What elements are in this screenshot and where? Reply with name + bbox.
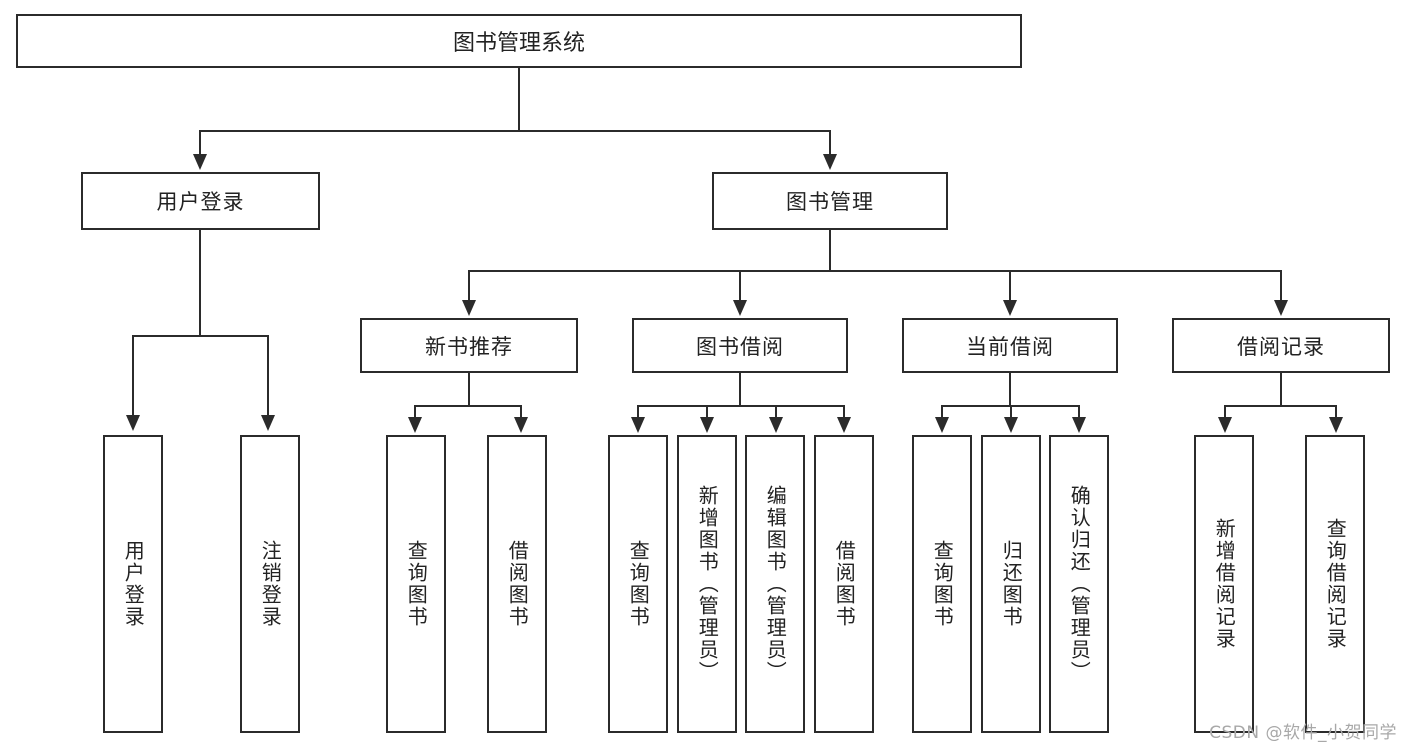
leaf-query-book-borrow[interactable]: 查询图书 (608, 435, 668, 733)
connector-drop-current-borrow (1009, 270, 1011, 302)
connector-user-login-bus (132, 335, 268, 337)
arrowhead-return-book (1004, 417, 1018, 433)
arrowhead-borrow-book-1 (514, 417, 528, 433)
arrowhead-borrow-record (1274, 300, 1288, 316)
leaf-logout[interactable]: 注销登录 (240, 435, 300, 733)
leaf-label: 借阅图书 (505, 540, 530, 628)
connector-drop-return-book (1010, 405, 1012, 419)
connector-new-book-recommend-stem (468, 373, 470, 405)
arrowhead-book-management (823, 154, 837, 170)
leaf-label: 注销登录 (258, 540, 283, 628)
connector-drop-leaf-user-login (132, 335, 134, 417)
leaf-label: 用户登录 (121, 540, 146, 628)
connector-drop-borrow-book-1 (520, 405, 522, 419)
leaf-label: 确认归还（管理员） (1067, 485, 1092, 683)
connector-borrow-record-bus (1224, 405, 1337, 407)
arrowhead-edit-book (769, 417, 783, 433)
arrowhead-borrow-book-2 (837, 417, 851, 433)
connector-new-book-recommend-bus (414, 405, 522, 407)
leaf-query-book-current[interactable]: 查询图书 (912, 435, 972, 733)
node-new-book-recommend[interactable]: 新书推荐 (360, 318, 578, 373)
leaf-label: 查询图书 (626, 540, 651, 628)
node-label: 图书管理 (786, 190, 874, 214)
connector-drop-add-book (706, 405, 708, 419)
node-user-login[interactable]: 用户登录 (81, 172, 320, 230)
connector-borrow-record-stem (1280, 373, 1282, 405)
arrowhead-add-record (1218, 417, 1232, 433)
arrowhead-book-borrow (733, 300, 747, 316)
node-root-book-management-system[interactable]: 图书管理系统 (16, 14, 1022, 68)
node-label: 图书管理系统 (452, 31, 585, 56)
arrowhead-current-borrow (1003, 300, 1017, 316)
leaf-label: 新增图书（管理员） (695, 485, 720, 683)
connector-book-management-stem (829, 230, 831, 270)
connector-book-borrow-stem (739, 373, 741, 405)
connector-drop-confirm-return (1078, 405, 1080, 419)
connector-drop-borrow-book-2 (843, 405, 845, 419)
leaf-return-book[interactable]: 归还图书 (981, 435, 1041, 733)
leaf-user-login[interactable]: 用户登录 (103, 435, 163, 733)
connector-root-stem (518, 68, 520, 130)
connector-level1-bus (199, 130, 831, 132)
leaf-query-borrow-record[interactable]: 查询借阅记录 (1305, 435, 1365, 733)
connector-drop-book-borrow (739, 270, 741, 302)
connector-drop-user-login (199, 130, 201, 156)
connector-drop-borrow-record (1280, 270, 1282, 302)
arrowhead-query-book-3 (935, 417, 949, 433)
connector-drop-edit-book (775, 405, 777, 419)
connector-current-borrow-stem (1009, 373, 1011, 405)
arrowhead-add-book (700, 417, 714, 433)
node-label: 图书借阅 (696, 334, 784, 359)
leaf-label: 查询图书 (404, 540, 429, 628)
leaf-borrow-book-borrow[interactable]: 借阅图书 (814, 435, 874, 733)
node-label: 新书推荐 (425, 334, 513, 359)
arrowhead-new-book-recommend (462, 300, 476, 316)
connector-user-login-stem (199, 230, 201, 335)
connector-drop-query-record (1335, 405, 1337, 419)
connector-drop-query-book-1 (414, 405, 416, 419)
csdn-watermark: CSDN @软件_小贺同学 (1209, 723, 1397, 743)
connector-drop-query-book-3 (941, 405, 943, 419)
connector-drop-query-book-2 (637, 405, 639, 419)
node-label: 当前借阅 (966, 334, 1054, 359)
leaf-borrow-book-recommend[interactable]: 借阅图书 (487, 435, 547, 733)
connector-drop-leaf-logout (267, 335, 269, 417)
leaf-edit-book-admin[interactable]: 编辑图书（管理员） (745, 435, 805, 733)
connector-book-borrow-bus (637, 405, 845, 407)
arrowhead-query-record (1329, 417, 1343, 433)
leaf-label: 编辑图书（管理员） (763, 485, 788, 683)
arrowhead-leaf-user-login (126, 415, 140, 431)
leaf-add-borrow-record[interactable]: 新增借阅记录 (1194, 435, 1254, 733)
arrowhead-query-book-1 (408, 417, 422, 433)
arrowhead-user-login (193, 154, 207, 170)
arrowhead-leaf-logout (261, 415, 275, 431)
arrowhead-query-book-2 (631, 417, 645, 433)
leaf-add-book-admin[interactable]: 新增图书（管理员） (677, 435, 737, 733)
leaf-label: 查询借阅记录 (1323, 518, 1348, 650)
leaf-label: 查询图书 (930, 540, 955, 628)
connector-drop-book-management (829, 130, 831, 156)
node-current-borrow[interactable]: 当前借阅 (902, 318, 1118, 373)
arrowhead-confirm-return (1072, 417, 1086, 433)
leaf-confirm-return-admin[interactable]: 确认归还（管理员） (1049, 435, 1109, 733)
connector-drop-add-record (1224, 405, 1226, 419)
leaf-label: 新增借阅记录 (1212, 518, 1237, 650)
node-book-management[interactable]: 图书管理 (712, 172, 948, 230)
node-borrow-record[interactable]: 借阅记录 (1172, 318, 1390, 373)
leaf-query-book-recommend[interactable]: 查询图书 (386, 435, 446, 733)
connector-drop-new-book-recommend (468, 270, 470, 302)
connector-level2-bus (468, 270, 1282, 272)
node-book-borrow[interactable]: 图书借阅 (632, 318, 848, 373)
node-label: 借阅记录 (1237, 334, 1325, 359)
leaf-label: 归还图书 (999, 540, 1024, 628)
leaf-label: 借阅图书 (832, 540, 857, 628)
node-label: 用户登录 (156, 190, 245, 214)
